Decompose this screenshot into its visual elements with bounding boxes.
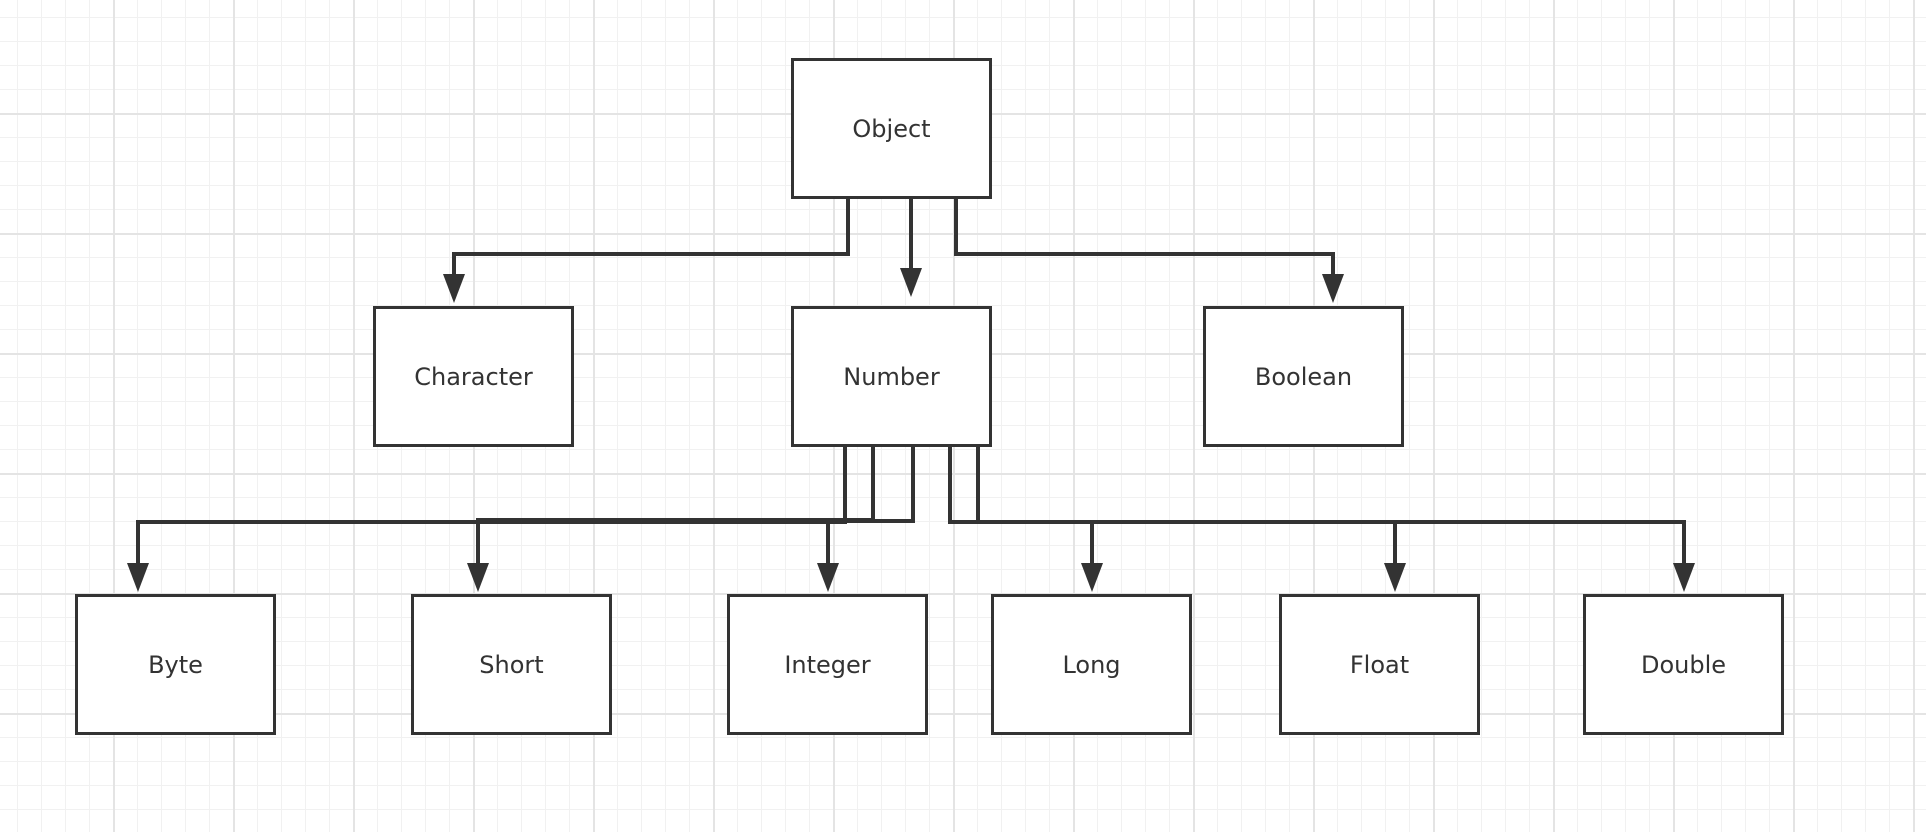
edge-number-float <box>976 447 1397 570</box>
arrowhead-number <box>900 268 922 297</box>
arrowhead-character <box>443 274 465 303</box>
node-float-label: Float <box>1349 650 1410 679</box>
edge-number-double <box>978 520 1686 570</box>
node-character[interactable]: Character <box>373 306 574 447</box>
arrowhead-long <box>1081 563 1103 592</box>
node-float[interactable]: Float <box>1279 594 1480 735</box>
edge-number-long <box>948 447 1094 570</box>
node-character-label: Character <box>414 362 533 391</box>
arrowhead-float <box>1384 563 1406 592</box>
node-long-label: Long <box>1062 650 1121 679</box>
node-boolean-label: Boolean <box>1254 362 1353 391</box>
arrowhead-short <box>467 563 489 592</box>
edge-object-character <box>452 199 850 282</box>
node-double[interactable]: Double <box>1583 594 1784 735</box>
edge-number-byte <box>136 447 847 570</box>
arrowhead-boolean <box>1322 274 1344 303</box>
node-double-label: Double <box>1640 650 1727 679</box>
node-number-label: Number <box>843 362 940 391</box>
node-number[interactable]: Number <box>791 306 992 447</box>
node-short[interactable]: Short <box>411 594 612 735</box>
arrowhead-double <box>1673 563 1695 592</box>
arrowhead-byte <box>127 563 149 592</box>
edge-number-integer <box>826 447 915 570</box>
node-byte-label: Byte <box>148 650 203 679</box>
edge-number-short <box>476 447 875 570</box>
node-byte[interactable]: Byte <box>75 594 276 735</box>
node-long[interactable]: Long <box>991 594 1192 735</box>
edge-object-boolean <box>954 199 1335 282</box>
node-object[interactable]: Object <box>791 58 992 199</box>
node-integer[interactable]: Integer <box>727 594 928 735</box>
node-boolean[interactable]: Boolean <box>1203 306 1404 447</box>
node-object-label: Object <box>852 114 931 143</box>
arrowhead-integer <box>817 563 839 592</box>
node-integer-label: Integer <box>784 650 871 679</box>
node-short-label: Short <box>479 650 544 679</box>
